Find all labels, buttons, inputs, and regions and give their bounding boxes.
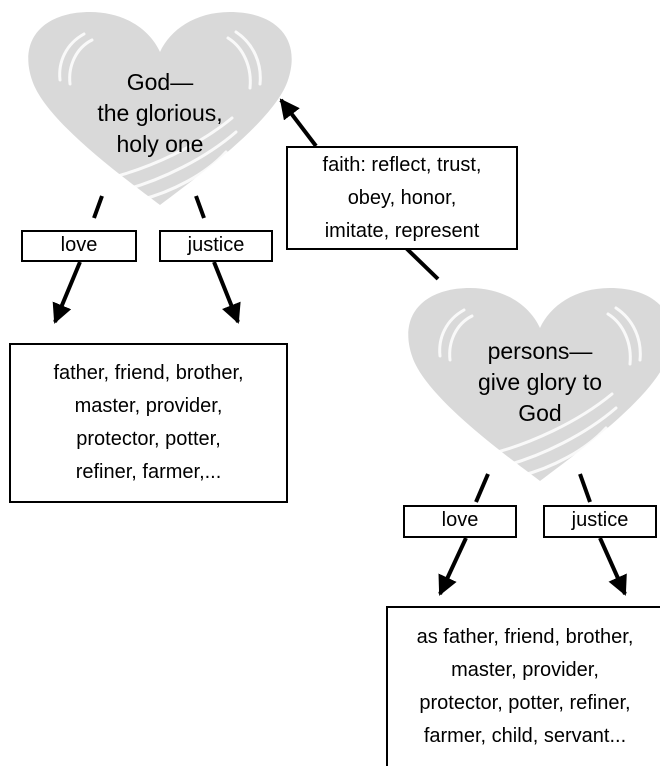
god-love-arrow	[52, 261, 82, 324]
god-heart-line-3: holy one	[116, 131, 204, 157]
god-justice-connector	[194, 195, 206, 219]
persons-heart-icon	[408, 288, 660, 481]
persons-heart-line-3: God	[518, 400, 562, 426]
god-roles-line-4: refiner, farmer,...	[75, 461, 222, 483]
faith-box: faith: reflect, trust, obey, honor, imit…	[286, 146, 518, 250]
faith-connector	[404, 246, 440, 281]
faith-line-1: faith: reflect, trust,	[322, 153, 482, 176]
god-justice-arrow	[212, 261, 241, 324]
persons-love-connector	[474, 473, 490, 503]
god-love-connector	[92, 195, 104, 219]
faith-line-3: imitate, represent	[324, 219, 480, 242]
persons-heart-line-1: persons—	[487, 338, 593, 364]
faith-line-2: obey, honor,	[347, 186, 457, 209]
god-roles-line-1: father, friend, brother,	[53, 362, 244, 384]
persons-heart-text: persons— give glory to God	[440, 336, 640, 429]
god-roles-box: father, friend, brother, master, provide…	[9, 343, 288, 503]
persons-roles-line-1: as father, friend, brother,	[416, 626, 634, 648]
god-heart-line-1: God—	[126, 69, 194, 95]
persons-roles-box: as father, friend, brother, master, prov…	[386, 606, 660, 766]
persons-justice-connector	[578, 473, 592, 503]
persons-justice-arrow	[598, 537, 627, 596]
persons-heart-line-2: give glory to	[477, 369, 602, 395]
faith-arrow	[279, 98, 318, 148]
persons-roles-line-4: farmer, child, servant...	[423, 725, 627, 747]
god-love-label: love	[21, 230, 137, 262]
god-heart-line-2: the glorious,	[97, 100, 223, 126]
god-justice-label: justice	[159, 230, 273, 262]
persons-love-arrow	[438, 537, 468, 596]
god-heart-icon	[28, 12, 292, 205]
persons-love-label: love	[403, 505, 517, 538]
persons-roles-line-3: protector, potter, refiner,	[419, 692, 631, 714]
persons-justice-label: justice	[543, 505, 657, 538]
god-roles-line-2: master, provider,	[74, 395, 223, 417]
god-heart-text: God— the glorious, holy one	[60, 67, 260, 160]
god-roles-line-3: protector, potter,	[76, 428, 221, 450]
persons-roles-line-2: master, provider,	[451, 659, 599, 681]
